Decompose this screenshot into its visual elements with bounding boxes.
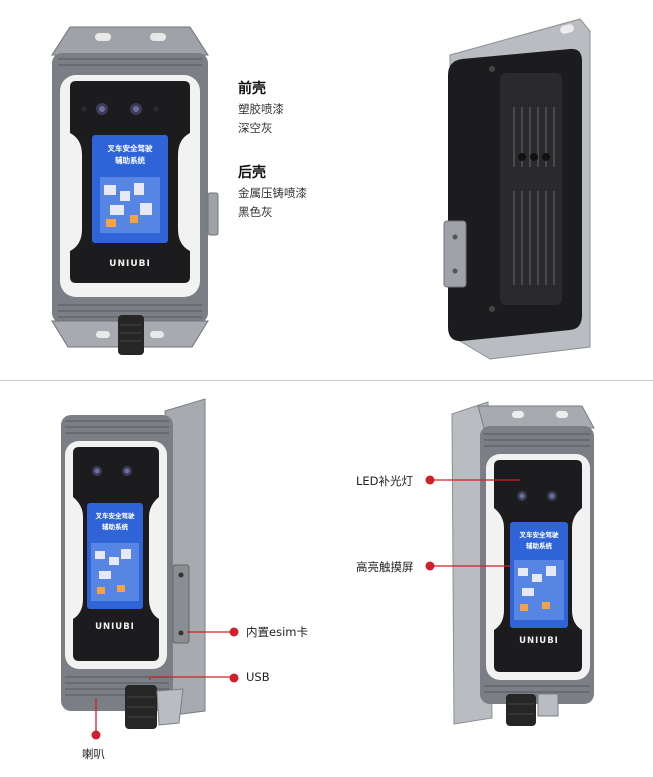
screen-subtitle: 辅助系统 <box>115 156 145 165</box>
speaker-callout-label: 喇叭 <box>82 747 105 761</box>
device-back-view <box>430 15 600 365</box>
back-shell-title: 后壳 <box>238 165 266 181</box>
angled-brand-logo: UNIUBI <box>519 636 559 646</box>
device-front-view: 叉车安全驾驶 辅助系统 UNIUBI <box>40 15 220 360</box>
front-shell-finish: 塑胶喷漆 <box>238 102 284 116</box>
device-angled-view: 叉车安全驾驶 辅助系统 UNIUBI <box>448 398 598 728</box>
front-shell-spec: 塑胶喷漆 深空灰 <box>238 100 284 138</box>
esim-callout-label: 内置esim卡 <box>246 625 308 639</box>
front-shell-color: 深空灰 <box>238 121 273 135</box>
callout-lines-right <box>425 475 520 571</box>
front-shell-title: 前壳 <box>238 81 266 97</box>
side-screen-subtitle: 辅助系统 <box>102 523 128 531</box>
device-side-view: 叉车安全驾驶 辅助系统 UNIUBI <box>55 393 215 733</box>
section-divider <box>0 380 653 381</box>
led-callout-label: LED补光灯 <box>356 474 414 488</box>
angled-screen-subtitle: 辅助系统 <box>526 542 552 550</box>
side-brand-logo: UNIUBI <box>95 622 135 632</box>
back-shell-finish: 金属压铸喷漆 <box>238 186 307 200</box>
screen-title: 叉车安全驾驶 <box>107 144 153 153</box>
touchscreen-callout-label: 高亮触摸屏 <box>356 560 414 574</box>
back-shell-spec: 金属压铸喷漆 黑色灰 <box>238 184 307 222</box>
usb-callout-label: USB <box>246 670 270 684</box>
back-shell-color: 黑色灰 <box>238 205 273 219</box>
angled-screen-title: 叉车安全驾驶 <box>519 531 559 539</box>
side-screen-title: 叉车安全驾驶 <box>95 512 135 520</box>
callout-lines-left <box>91 627 239 740</box>
brand-logo: UNIUBI <box>109 259 151 269</box>
